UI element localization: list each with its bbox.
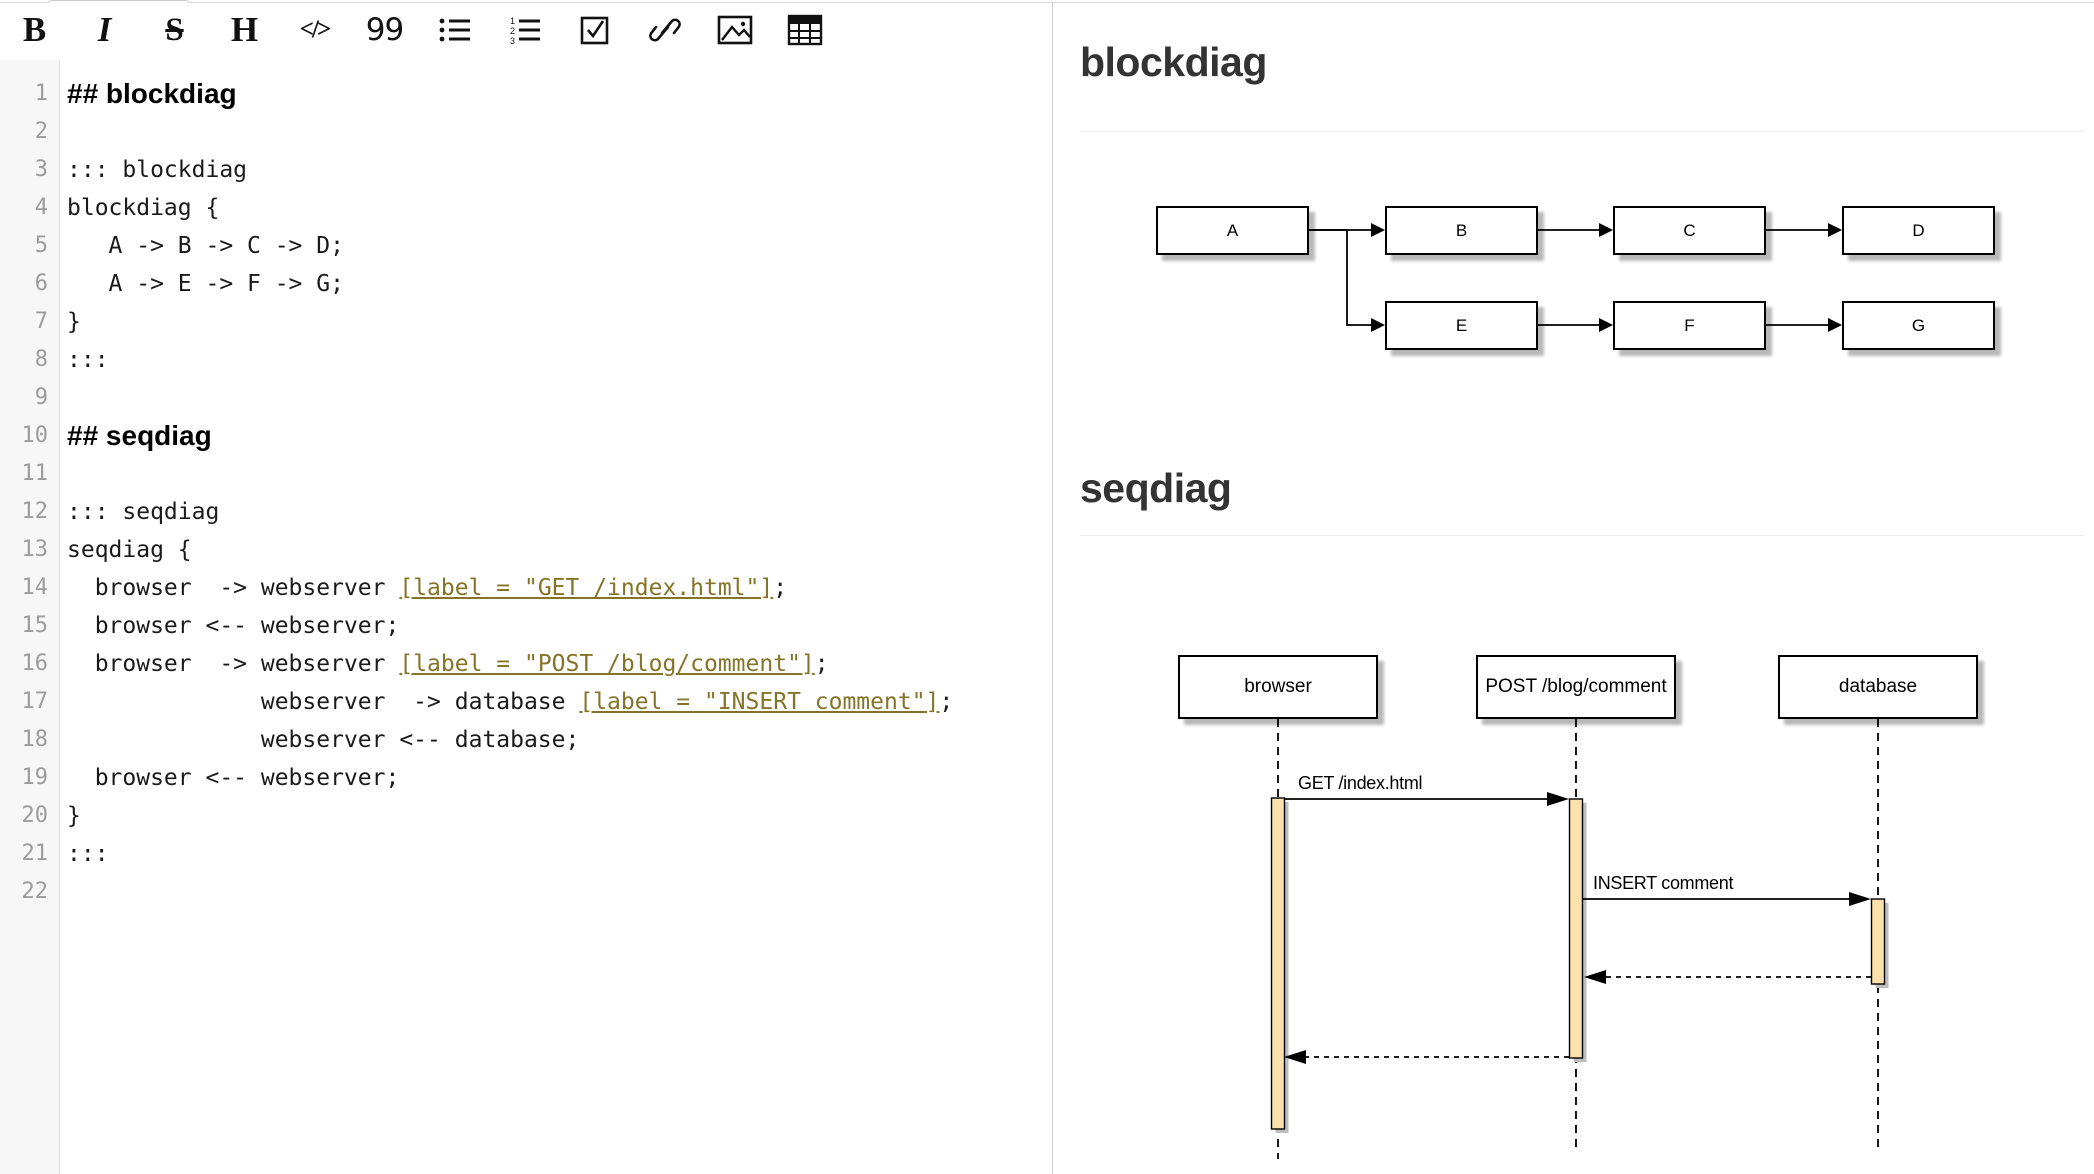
code-text: webserver -> database [67,689,579,715]
table-icon[interactable] [786,9,823,51]
attribute-link[interactable]: [label = "POST /blog/comment"] [399,651,814,677]
activation-bar-database [1872,899,1885,984]
line-number: 18 [0,721,59,759]
heading-icon[interactable]: H [226,9,263,51]
code-text: ; [773,575,787,601]
svg-text:2: 2 [510,26,515,36]
code-icon[interactable]: </> [296,9,333,51]
bullet-list-icon[interactable] [436,9,473,51]
line-number-gutter: 1 2 3 4 5 6 7 8 9 10 11 12 13 14 15 16 1… [0,60,60,1174]
heading-rule [1080,535,2084,536]
blockdiag-heading: blockdiag [1080,39,1267,86]
code-line[interactable]: blockdiag { [67,189,1052,227]
block-node-a: A [1156,206,1309,255]
block-node-d: D [1842,206,1995,255]
link-icon[interactable] [646,9,683,51]
line-number: 17 [0,683,59,721]
block-node-b: B [1385,206,1538,255]
code-line[interactable]: ::: blockdiag [67,151,1052,189]
actor-database: database [1778,655,1978,719]
code-line[interactable]: webserver -> database [label = "INSERT c… [67,683,1052,721]
code-text: ; [815,651,829,677]
line-number: 13 [0,531,59,569]
code-editor: 1 2 3 4 5 6 7 8 9 10 11 12 13 14 15 16 1… [0,60,1052,1174]
code-area[interactable]: ## blockdiag ::: blockdiag blockdiag { A… [60,60,1052,1174]
seqdiag-heading: seqdiag [1080,465,1231,512]
message-label-insert: INSERT comment [1593,873,1733,894]
line-number: 6 [0,265,59,303]
line-number: 4 [0,189,59,227]
line-number: 5 [0,227,59,265]
italic-icon[interactable]: I [86,9,123,51]
code-line[interactable]: browser <-- webserver; [67,759,1052,797]
block-node-f: F [1613,301,1766,350]
code-text: ; [939,689,953,715]
seqdiag-diagram: browser POST /blog/comment database GET … [1053,603,2094,1174]
activation-bar-browser [1272,798,1285,1129]
line-number: 11 [0,455,59,493]
code-line[interactable]: webserver <-- database; [67,721,1052,759]
attribute-link[interactable]: [label = "GET /index.html"] [399,575,773,601]
code-line[interactable] [67,113,1052,151]
line-number: 9 [0,379,59,417]
code-text: browser -> webserver [67,651,399,677]
attribute-link[interactable]: [label = "INSERT comment"] [579,689,939,715]
code-line[interactable] [67,379,1052,417]
editor-toolbar: B I S H </> 99 1 2 3 [0,3,1052,57]
code-line[interactable]: ::: [67,835,1052,873]
line-number: 21 [0,835,59,873]
message-label-get: GET /index.html [1298,773,1422,794]
code-line[interactable]: browser -> webserver [label = "GET /inde… [67,569,1052,607]
preview-pane: blockdiag [1053,3,2094,1174]
quote-icon[interactable]: 99 [366,9,403,51]
activation-bar-webserver [1570,799,1583,1058]
line-number: 19 [0,759,59,797]
block-node-g: G [1842,301,1995,350]
code-line[interactable]: } [67,797,1052,835]
line-number: 10 [0,417,59,455]
svg-text:3: 3 [510,36,515,46]
blockdiag-diagram: A B C D E F G [1053,143,2094,383]
line-number: 8 [0,341,59,379]
heading-rule [1080,131,2084,132]
code-line[interactable]: } [67,303,1052,341]
strikethrough-icon[interactable]: S [156,9,193,51]
block-node-c: C [1613,206,1766,255]
code-line[interactable] [67,873,1052,911]
code-line[interactable]: ## blockdiag [67,75,1052,113]
check-list-icon[interactable] [576,9,613,51]
code-line[interactable]: browser -> webserver [label = "POST /blo… [67,645,1052,683]
line-number: 2 [0,113,59,151]
code-line[interactable]: A -> E -> F -> G; [67,265,1052,303]
code-line[interactable]: ::: seqdiag [67,493,1052,531]
actor-browser: browser [1178,655,1378,719]
code-line[interactable]: seqdiag { [67,531,1052,569]
line-number: 15 [0,607,59,645]
line-number: 16 [0,645,59,683]
code-line[interactable]: A -> B -> C -> D; [67,227,1052,265]
code-line[interactable]: browser <-- webserver; [67,607,1052,645]
image-icon[interactable] [716,9,753,51]
line-number: 22 [0,873,59,911]
code-line[interactable]: ## seqdiag [67,417,1052,455]
code-line[interactable]: ::: [67,341,1052,379]
svg-text:1: 1 [510,16,515,26]
code-text: browser -> webserver [67,575,399,601]
line-number: 1 [0,75,59,113]
numbered-list-icon[interactable]: 1 2 3 [506,9,543,51]
block-node-e: E [1385,301,1538,350]
bold-icon[interactable]: B [16,9,53,51]
line-number: 7 [0,303,59,341]
code-line[interactable] [67,455,1052,493]
line-number: 14 [0,569,59,607]
line-number: 3 [0,151,59,189]
line-number: 20 [0,797,59,835]
actor-webserver: POST /blog/comment [1476,655,1676,719]
editor-pane: B I S H </> 99 1 2 3 [0,3,1052,1174]
line-number: 12 [0,493,59,531]
